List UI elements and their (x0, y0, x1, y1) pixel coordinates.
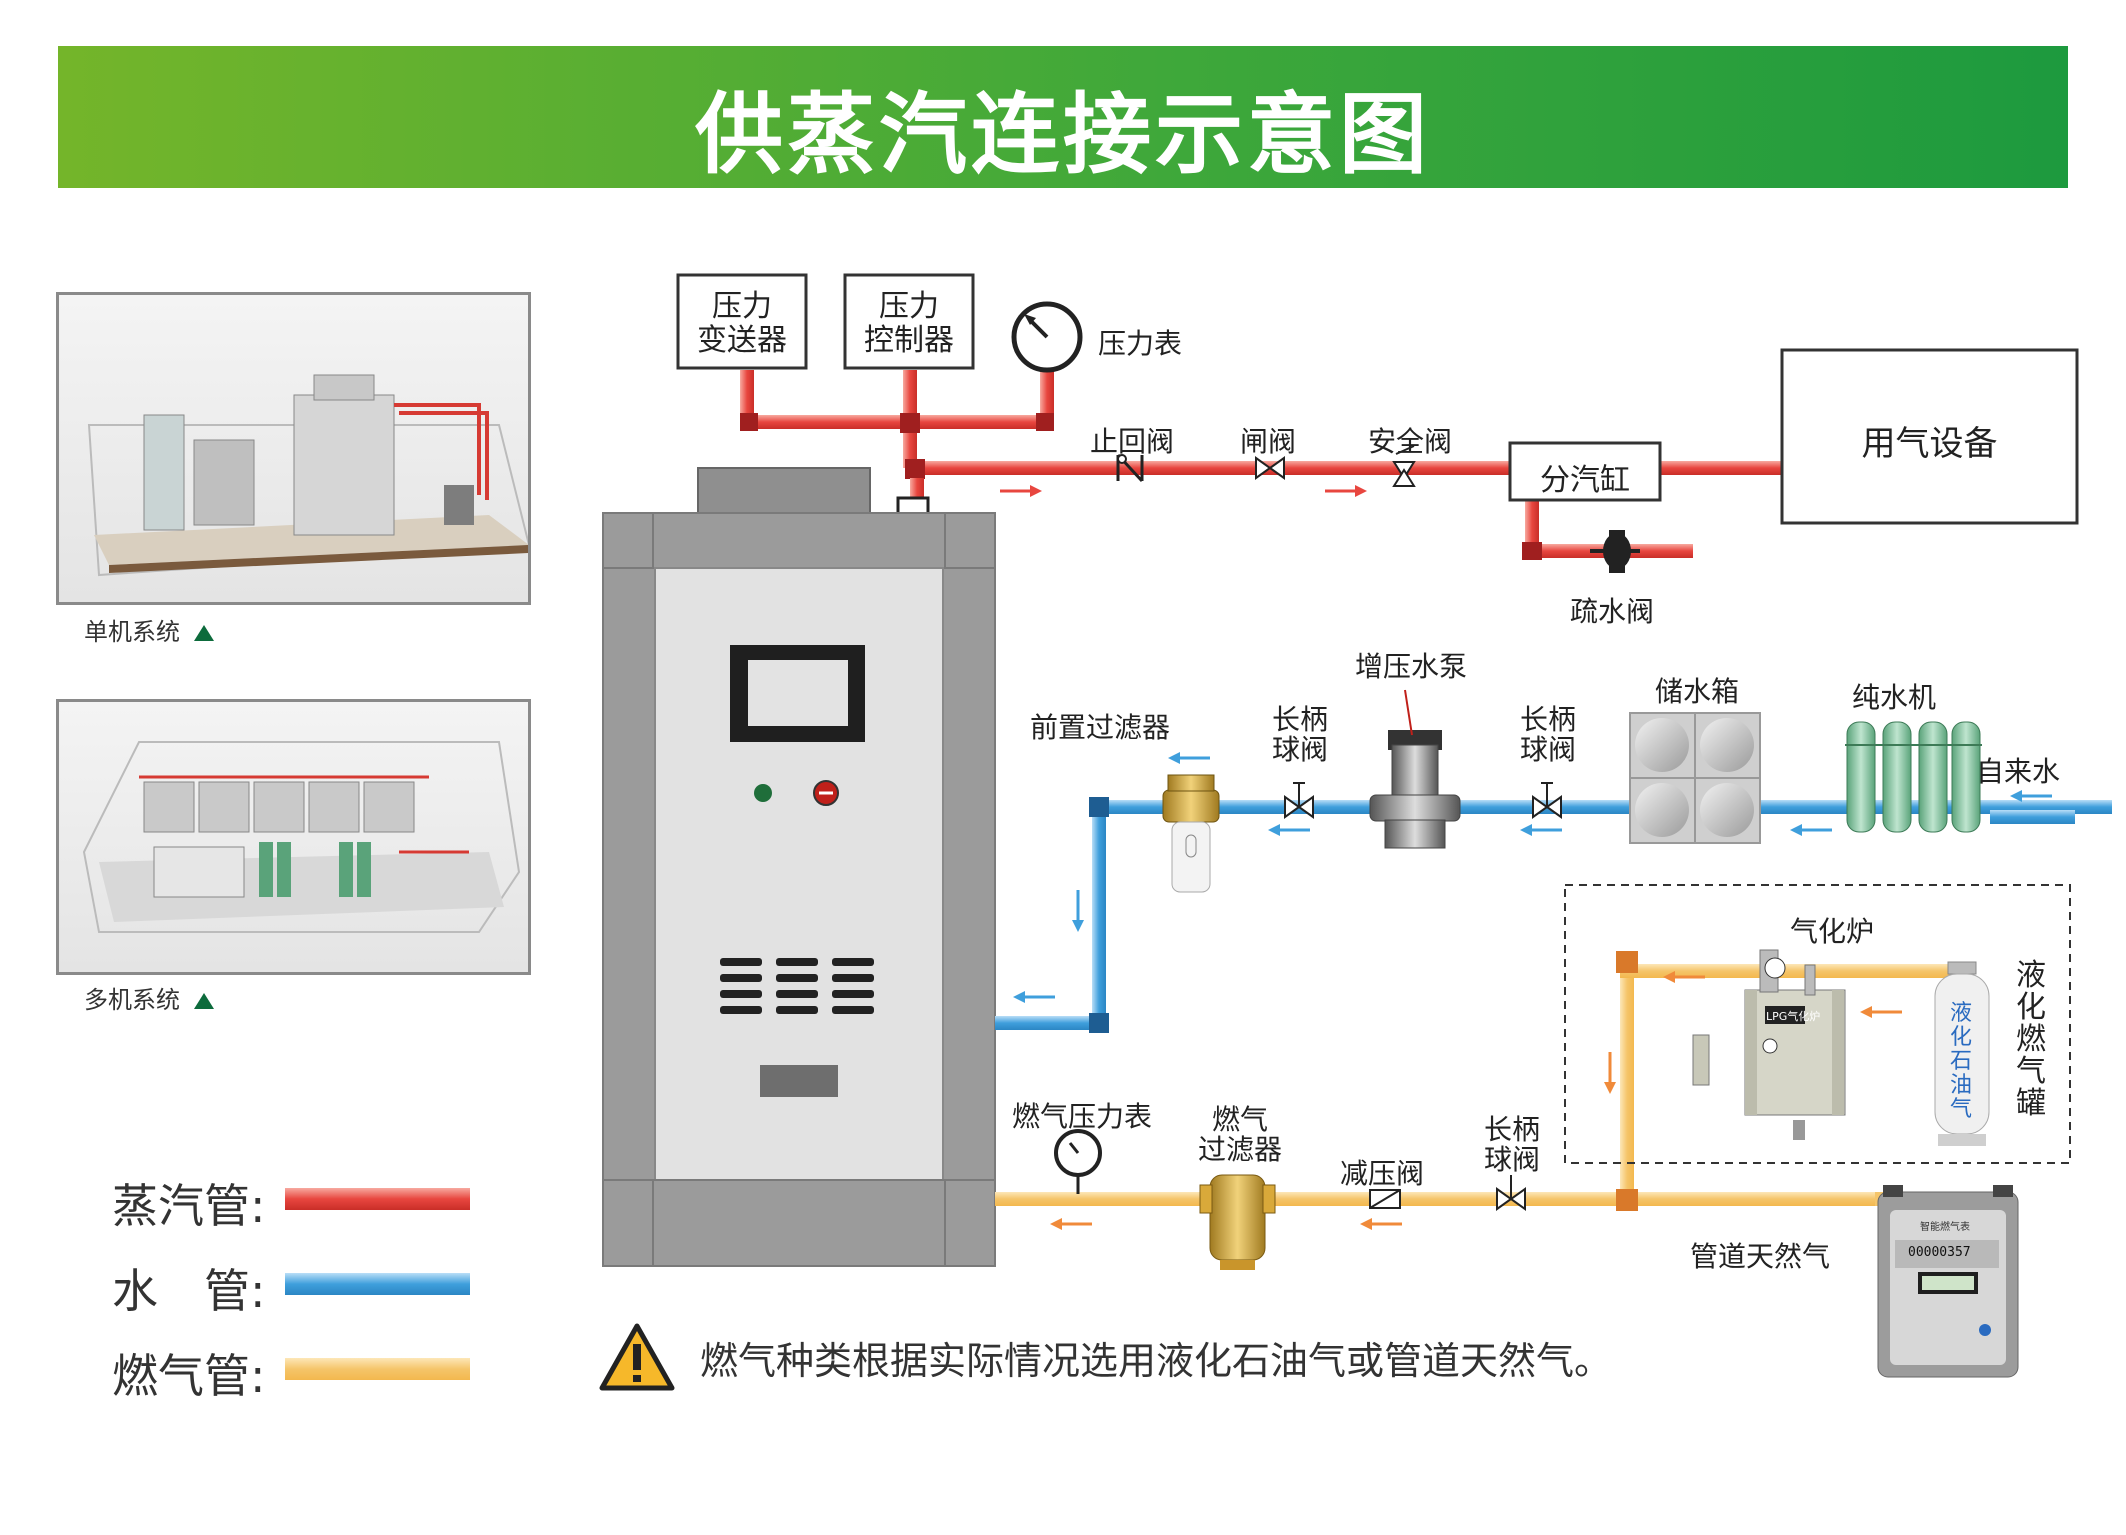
gas-ball-valve-label: 长柄球阀 (1483, 1113, 1540, 1176)
pressure-gauge-label: 压力表 (1098, 327, 1183, 360)
gas-flow-arrow (1360, 1218, 1402, 1230)
gate-valve-icon (1255, 456, 1285, 480)
warning-icon (599, 1323, 675, 1391)
pressure-controller-label: 压力控制器 (864, 289, 954, 358)
booster-pump-label: 增压水泵 (1355, 650, 1468, 683)
check-valve-icon (1116, 453, 1144, 483)
gas-flow-arrow (1663, 971, 1705, 983)
prefilter-label: 前置过滤器 (1030, 711, 1171, 744)
gas-pressure-gauge-icon (1054, 1129, 1102, 1194)
lpg-tank-label: 液化燃气罐 (2016, 958, 2046, 1121)
vaporizer-label: 气化炉 (1790, 915, 1875, 948)
legend-steam-label: 蒸汽管: (112, 1179, 266, 1233)
steam-equipment-box (1780, 348, 2079, 525)
ball-valve-icon (1284, 782, 1314, 819)
booster-pump-icon (1369, 689, 1461, 849)
water-flow-arrow (1268, 824, 1310, 836)
single-system-illustration (87, 374, 528, 577)
water-purifier-icon (1845, 721, 1982, 833)
legend-steam-pipe (285, 1188, 470, 1210)
lpg-cylinder-text: 液化石油气 (1950, 1001, 1973, 1122)
manifold-label: 分汽缸 (1540, 463, 1630, 498)
single-system-caption: 单机系统 (84, 612, 214, 647)
ball-valve-1-label: 长柄球阀 (1271, 703, 1328, 766)
legend-water-label: 水 管: (112, 1264, 266, 1318)
water-flow-arrow (1790, 824, 1832, 836)
vaporizer-icon (1692, 949, 1846, 1140)
steam-flow-arrow (1325, 485, 1367, 497)
gas-meter-icon (1877, 1185, 2019, 1378)
tap-water-label: 自来水 (1976, 755, 2061, 788)
ball-valve-icon (1496, 1175, 1526, 1211)
legend-gas-label: 燃气管: (112, 1349, 266, 1403)
steam-boiler (602, 467, 996, 1267)
natural-gas-label: 管道天然气 (1690, 1240, 1831, 1273)
gas-filter-icon (1199, 1174, 1276, 1270)
storage-tank-label: 储水箱 (1655, 675, 1740, 708)
pressure-reducer-label: 减压阀 (1340, 1157, 1425, 1190)
steam-manifold-box (1508, 441, 1662, 502)
gas-meter-plate: 智能燃气表 (1920, 1222, 1970, 1233)
gas-flow-arrow (1604, 1052, 1616, 1094)
check-valve-label: 止回阀 (1090, 425, 1175, 458)
triangle-icon (194, 993, 214, 1009)
steam-pipes (740, 370, 1782, 560)
page-title: 供蒸汽连接示意图 (694, 83, 1431, 186)
pressure-controller-box (843, 273, 975, 370)
gas-filter-label: 燃气过滤器 (1197, 1103, 1282, 1166)
water-flow-arrow (1520, 824, 1562, 836)
prefilter-icon (1162, 774, 1220, 893)
pressure-gauge-icon (1011, 301, 1083, 373)
multi-system-illustration (82, 741, 521, 933)
ball-valve-icon (1532, 782, 1562, 819)
gate-valve-label: 闸阀 (1240, 425, 1297, 458)
steam-trap-label: 疏水阀 (1570, 595, 1655, 628)
water-flow-arrow (2010, 790, 2052, 802)
multi-system-image (56, 699, 531, 975)
pressure-transmitter-label: 压力变送器 (697, 289, 787, 358)
lpg-option-box (1564, 884, 2071, 1164)
gas-meter-reading: 00000357 (1908, 1245, 1971, 1260)
safety-valve-icon (1392, 445, 1416, 487)
fuel-note: 燃气种类根据实际情况选用液化石油气或管道天然气。 (700, 1339, 1613, 1383)
gas-flow-arrow (1050, 1218, 1092, 1230)
gas-gauge-label: 燃气压力表 (1012, 1100, 1153, 1133)
triangle-icon (194, 625, 214, 641)
legend-water-pipe (285, 1273, 470, 1295)
water-flow-arrow (1168, 752, 1210, 764)
gas-flow-arrow (1860, 1006, 1902, 1018)
steam-trap-icon (1590, 530, 1640, 573)
safety-valve-label: 安全阀 (1368, 425, 1453, 458)
multi-system-caption: 多机系统 (84, 980, 214, 1015)
pressure-reducer-icon (1369, 1189, 1401, 1209)
single-system-image (56, 292, 531, 605)
vaporizer-plate: LPG气化炉 (1766, 1010, 1821, 1023)
lpg-cylinder-icon (1934, 961, 1990, 1146)
ball-valve-2-label: 长柄球阀 (1519, 703, 1576, 766)
title-banner: 供蒸汽连接示意图 (58, 46, 2068, 188)
water-flow-arrow (1072, 890, 1084, 932)
purifier-label: 纯水机 (1852, 681, 1937, 714)
storage-tank-icon (1629, 712, 1761, 844)
steam-equipment-label: 用气设备 (1861, 424, 1998, 464)
pressure-transmitter-box (676, 273, 808, 370)
steam-flow-arrow (1000, 485, 1042, 497)
water-flow-arrow (1013, 991, 1055, 1003)
legend-gas-pipe (285, 1358, 470, 1380)
